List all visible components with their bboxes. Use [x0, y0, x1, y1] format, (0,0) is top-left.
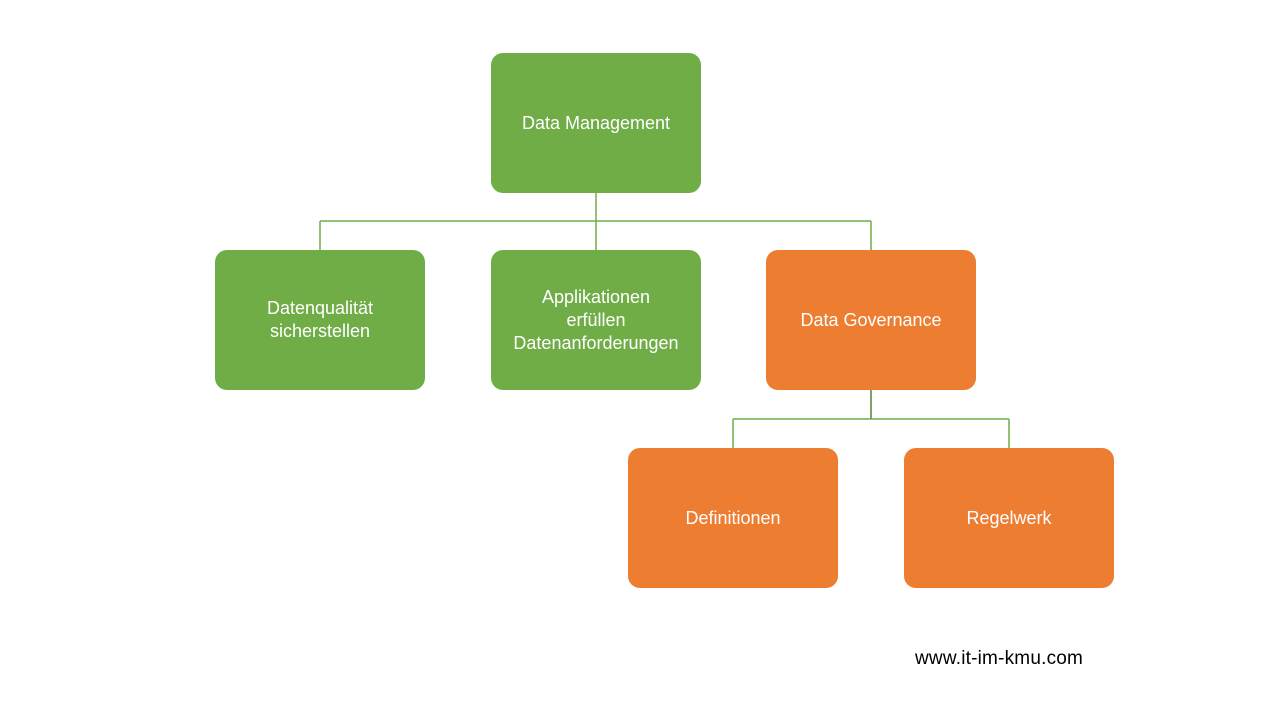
node-data-management: Data Management — [491, 53, 701, 193]
node-datenqualitaet: Datenqualität sicherstellen — [215, 250, 425, 390]
footer-url-text: www.it-im-kmu.com — [915, 648, 1084, 669]
node-data-governance: Data Governance — [766, 250, 976, 390]
node-definitionen: Definitionen — [628, 448, 838, 588]
node-applikationen: Applikationen erfüllen Datenanforderunge… — [491, 250, 701, 390]
node-regelwerk: Regelwerk — [904, 448, 1114, 588]
